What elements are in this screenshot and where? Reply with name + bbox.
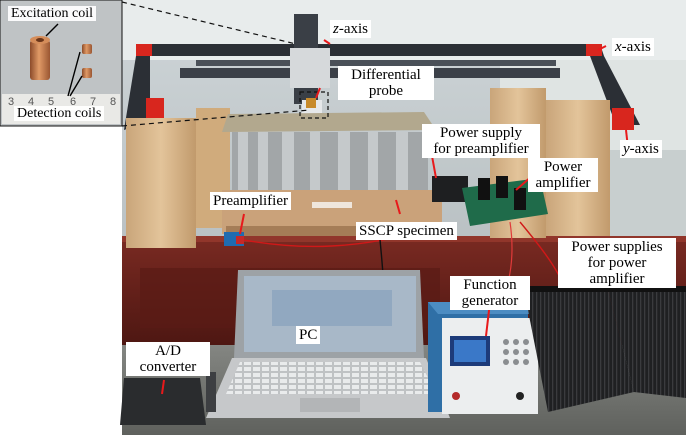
ruler-number-4: 4 xyxy=(28,96,35,108)
y-axis-letter: y xyxy=(623,141,630,157)
ad-converter-label: A/D converter xyxy=(126,342,210,376)
power-supply-preamp-label: Power supply for preamplifier xyxy=(422,124,540,158)
ruler-number-5: 5 xyxy=(48,96,55,108)
z-axis-suffix: -axis xyxy=(338,21,369,37)
function-generator-line-1: Function xyxy=(463,277,517,293)
ad-converter-line-2: converter xyxy=(139,359,197,375)
x-axis-suffix: -axis xyxy=(621,39,651,55)
power-amplifier-label: Power amplifier xyxy=(528,158,598,192)
sscp-specimen-label: SSCP specimen xyxy=(356,222,457,240)
preamplifier-label: Preamplifier xyxy=(210,192,291,210)
excitation-coil-label: Excitation coil xyxy=(8,6,97,21)
power-supplies-label: Power supplies for power amplifier xyxy=(558,238,676,288)
ad-converter-line-1: A/D xyxy=(155,343,181,359)
x-axis-letter: x xyxy=(615,39,622,55)
x-axis-label: x-axis xyxy=(612,38,654,56)
power-supplies-line-3: amplifier xyxy=(589,271,645,287)
ruler-number-6: 6 xyxy=(70,96,77,108)
power-supply-preamp-line-1: Power supply xyxy=(439,125,523,141)
ruler-number-7: 7 xyxy=(90,96,97,108)
ruler-number-8: 8 xyxy=(110,96,117,108)
differential-probe-line-2: probe xyxy=(368,83,404,99)
z-axis-letter: z xyxy=(333,21,339,37)
power-supplies-line-1: Power supplies xyxy=(571,239,663,255)
detection-coils-label: Detection coils xyxy=(14,106,105,121)
power-amplifier-line-1: Power xyxy=(543,159,583,175)
ruler-number-3: 3 xyxy=(8,96,15,108)
power-supplies-line-2: for power xyxy=(587,255,647,271)
differential-probe-label: Differential probe xyxy=(338,66,434,100)
function-generator-label: Function generator xyxy=(450,276,530,310)
y-axis-suffix: -axis xyxy=(629,141,659,157)
power-amplifier-line-2: amplifier xyxy=(535,175,591,191)
y-axis-label: y-axis xyxy=(620,140,662,158)
pc-label: PC xyxy=(296,326,321,344)
differential-probe-line-1: Differential xyxy=(351,67,421,83)
z-axis-label: z-axis xyxy=(330,20,372,38)
function-generator-line-2: generator xyxy=(461,293,519,309)
power-supply-preamp-line-2: for preamplifier xyxy=(433,141,529,157)
